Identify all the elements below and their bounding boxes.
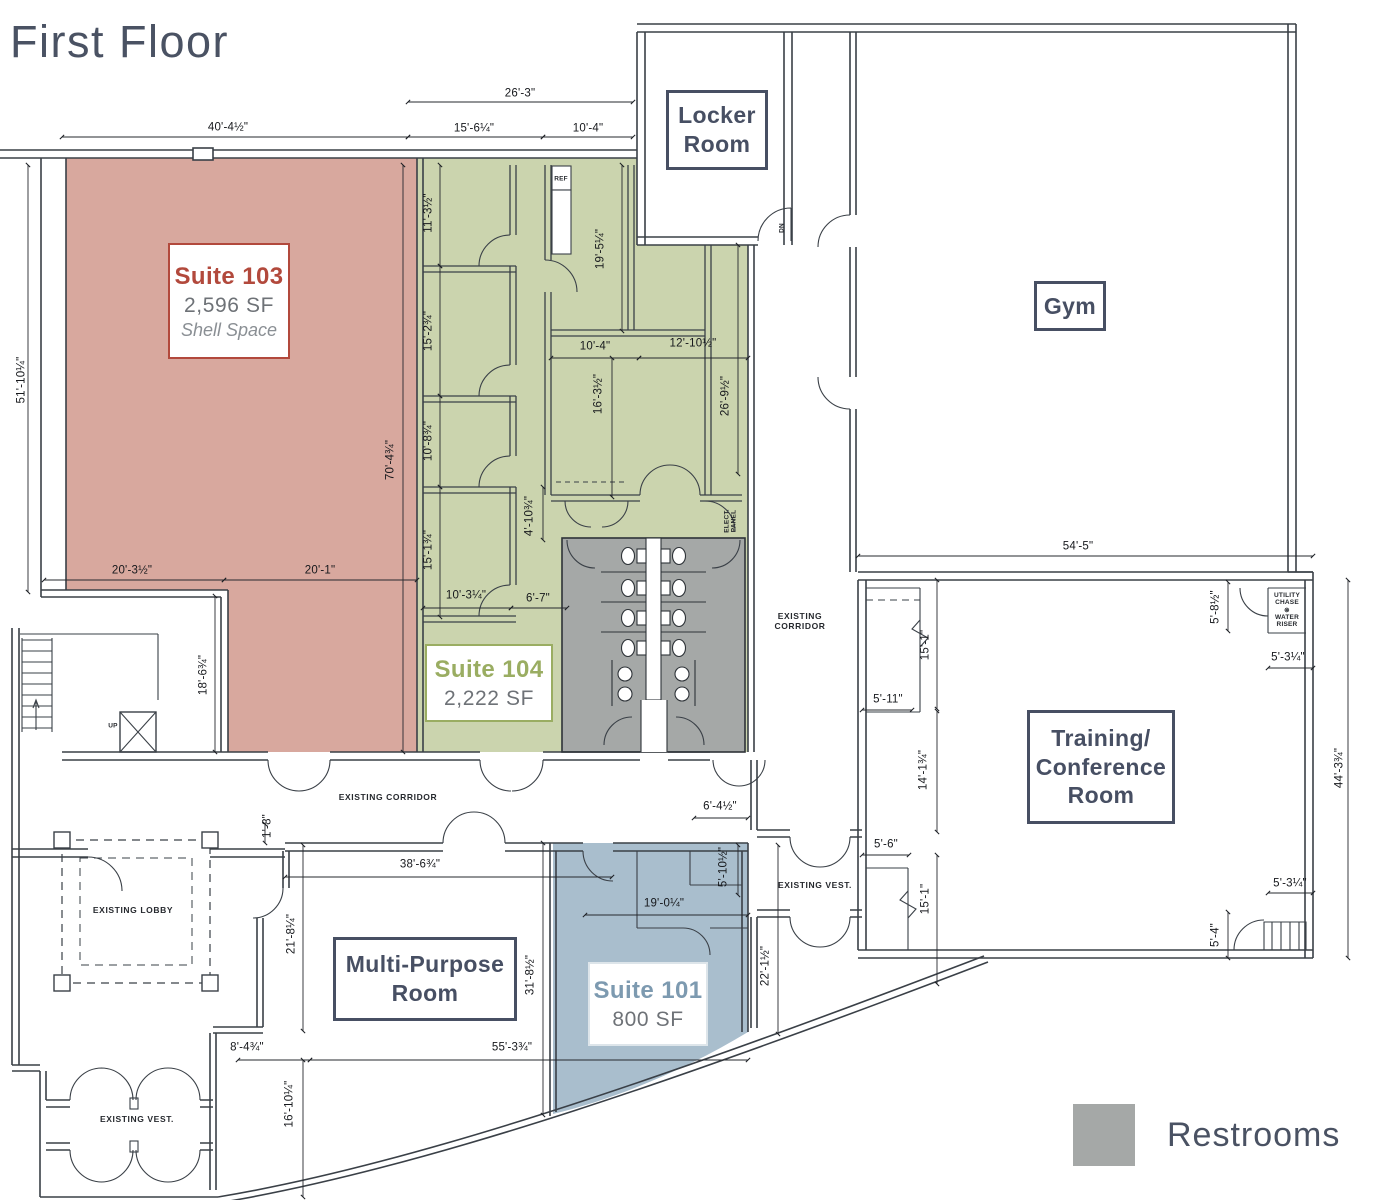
restrooms-legend-swatch bbox=[1073, 1104, 1135, 1166]
dimension-label: 26'-3" bbox=[504, 87, 536, 100]
lobby-column-grid bbox=[53, 831, 219, 992]
multi-purpose-name: Multi-Purpose Room bbox=[345, 951, 505, 1006]
ref-label: REF bbox=[554, 175, 568, 183]
dimension-label: 11'-3½" bbox=[422, 193, 435, 233]
up-label: UP bbox=[108, 722, 118, 730]
dimension-label: 55'-3¾" bbox=[491, 1041, 533, 1054]
suite-103-note: Shell Space bbox=[180, 319, 278, 340]
suite-101-name: Suite 101 bbox=[593, 977, 703, 1004]
training-conference-name: Training/ Conference Room bbox=[1035, 724, 1167, 809]
dimension-label: 70'-4¾" bbox=[384, 439, 397, 481]
locker-room-name: Locker Room bbox=[678, 102, 756, 157]
dimension-label: 1'-8" bbox=[261, 814, 274, 838]
suite-104-size: 2,222 SF bbox=[443, 687, 535, 710]
utility-chase-label: UTILITY CHASE ⊗ WATER RISER bbox=[1274, 591, 1300, 628]
colored-regions bbox=[66, 158, 748, 1114]
suite-103-label-box: Suite 103 2,596 SF Shell Space bbox=[168, 243, 290, 359]
dimension-label: 15'-1" bbox=[919, 629, 932, 661]
dimension-label: 10'-4" bbox=[572, 122, 604, 135]
door-arcs bbox=[69, 207, 1269, 1183]
dimension-label: 10'-8¾" bbox=[422, 420, 435, 462]
dimension-label: 5'-4" bbox=[1209, 923, 1222, 947]
dimension-label: 54'-5" bbox=[1062, 540, 1094, 553]
page-title: First Floor bbox=[10, 16, 229, 67]
dimension-label: 21'-8¼" bbox=[285, 913, 298, 955]
dimension-label: 20'-1" bbox=[304, 564, 336, 577]
dimension-label: 26'-9½" bbox=[719, 375, 732, 417]
suite-101-size: 800 SF bbox=[612, 1008, 684, 1031]
dimension-label: 6'-7" bbox=[526, 592, 550, 605]
gym-label-box: Gym bbox=[1034, 281, 1106, 331]
dimension-label: 12'-10½" bbox=[669, 337, 717, 350]
dimension-label: 22'-1½" bbox=[759, 945, 772, 987]
dimension-label: 15'-1" bbox=[919, 883, 932, 915]
dimension-label: 5'-3¼" bbox=[1273, 877, 1307, 890]
dimension-label: 51'-10¼" bbox=[15, 356, 28, 404]
dimension-label: 6'-4½" bbox=[703, 800, 737, 813]
suite-103-name: Suite 103 bbox=[174, 262, 284, 290]
dimension-label: 15'-1¾" bbox=[422, 529, 435, 571]
dimension-label: 38'-6¾" bbox=[399, 858, 441, 871]
restroom-fixtures bbox=[561, 537, 746, 753]
dimension-label: 5'-11" bbox=[873, 693, 903, 706]
suite-103-size: 2,596 SF bbox=[183, 293, 275, 317]
dimension-label: 19'-5¼" bbox=[594, 228, 607, 270]
dimension-label: 10'-3¼" bbox=[445, 589, 487, 602]
training-conference-label-box: Training/ Conference Room bbox=[1027, 710, 1175, 824]
suite-101-label-box: Suite 101 800 SF bbox=[588, 962, 708, 1046]
existing-lobby-label: EXISTING LOBBY bbox=[92, 905, 174, 916]
gym-name: Gym bbox=[1043, 292, 1097, 319]
dimension-label: 40'-4½" bbox=[207, 121, 249, 134]
restrooms-legend-label: Restrooms bbox=[1167, 1115, 1341, 1154]
locker-room-label-box: Locker Room bbox=[666, 90, 768, 170]
suite-104-name: Suite 104 bbox=[434, 656, 544, 683]
dimension-label: 5'-6" bbox=[874, 838, 898, 851]
suite-104-label-box: Suite 104 2,222 SF bbox=[425, 644, 553, 722]
dimension-label: 31'-8½" bbox=[524, 954, 537, 996]
dimension-label: 10'-4" bbox=[579, 340, 611, 353]
existing-corridor-label: EXISTING CORRIDOR bbox=[338, 792, 438, 803]
dn-label: DN bbox=[778, 223, 786, 233]
dimension-label: 8'-4¾" bbox=[230, 1041, 264, 1054]
dimension-label: 16'-3½" bbox=[592, 373, 605, 415]
dimension-label: 14'-1¾" bbox=[917, 749, 930, 791]
dimension-label: 18'-6¾" bbox=[197, 654, 210, 696]
dimension-label: 4'-10¾" bbox=[523, 495, 536, 537]
existing-vest-left-label: EXISTING VEST. bbox=[99, 1114, 175, 1125]
dimension-label: 15'-6¼" bbox=[453, 122, 495, 135]
dimension-label: 44'-3¾" bbox=[1333, 747, 1346, 789]
dimension-lines bbox=[25, 99, 1351, 1200]
dimension-label: 5'-8½" bbox=[1209, 590, 1222, 624]
dimension-label: 15'-2¾" bbox=[422, 310, 435, 352]
multi-purpose-label-box: Multi-Purpose Room bbox=[333, 937, 517, 1021]
existing-corridor-right-label: EXISTING CORRIDOR bbox=[774, 611, 826, 631]
elect-panel-label: ELECT. PANEL bbox=[723, 509, 738, 533]
suite-103-region bbox=[66, 158, 417, 752]
dimension-label: 20'-3½" bbox=[111, 564, 153, 577]
dimension-label: 5'-3¼" bbox=[1271, 651, 1305, 664]
dimension-label: 16'-10¼" bbox=[283, 1080, 296, 1128]
dimension-label: 19'-0¼" bbox=[643, 897, 685, 910]
dimension-label: 5'-10½" bbox=[717, 846, 730, 888]
legend: Restrooms bbox=[1073, 1104, 1340, 1166]
existing-vest-right-label: EXISTING VEST. bbox=[777, 880, 853, 891]
